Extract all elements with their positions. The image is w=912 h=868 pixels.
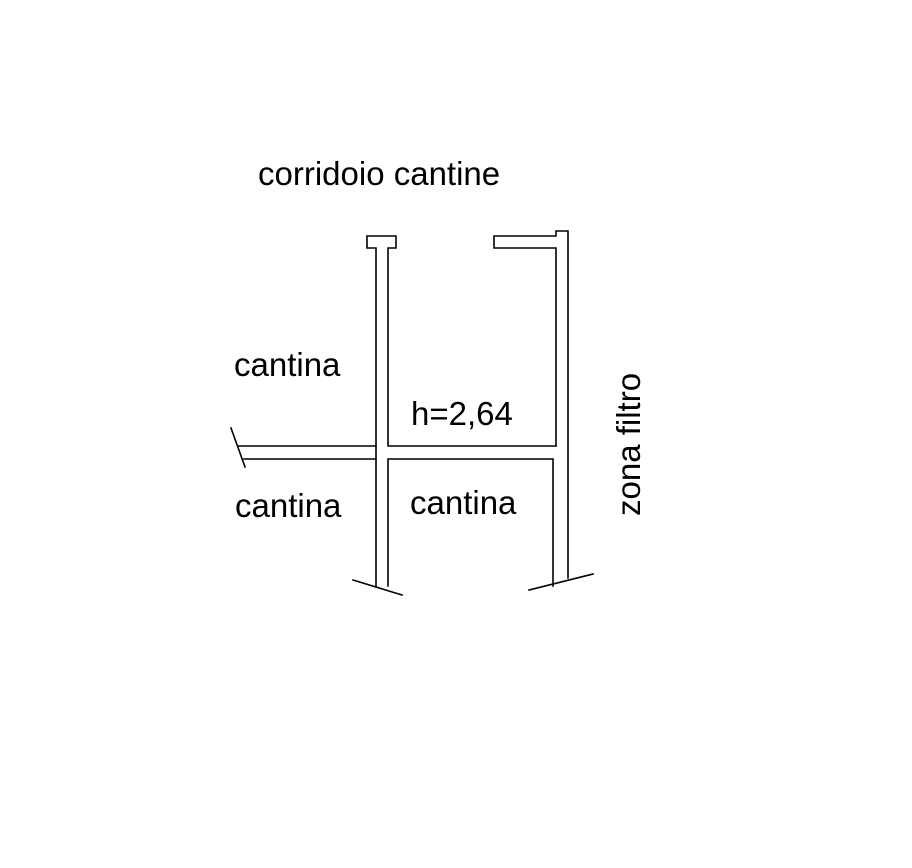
walls <box>229 230 594 596</box>
right-wall-inner-face <box>493 230 569 579</box>
middle-wall-lower-right-face <box>387 458 554 587</box>
corridor-label: corridoio cantine <box>258 155 500 192</box>
right-bottom-break-line <box>528 573 594 591</box>
room-label-bottom-right: cantina <box>410 484 517 521</box>
room-label-top-left: cantina <box>234 346 341 383</box>
middle-bottom-break-line <box>352 579 403 596</box>
left-break-line <box>229 426 247 469</box>
room-label-bottom-left: cantina <box>235 487 342 524</box>
height-label: h=2,64 <box>411 395 513 432</box>
middle-wall-upper-left-face <box>366 235 557 447</box>
filter-zone-label: zona filtro <box>610 373 647 516</box>
labels: corridoio cantine cantina h=2,64 cantina… <box>234 155 647 524</box>
